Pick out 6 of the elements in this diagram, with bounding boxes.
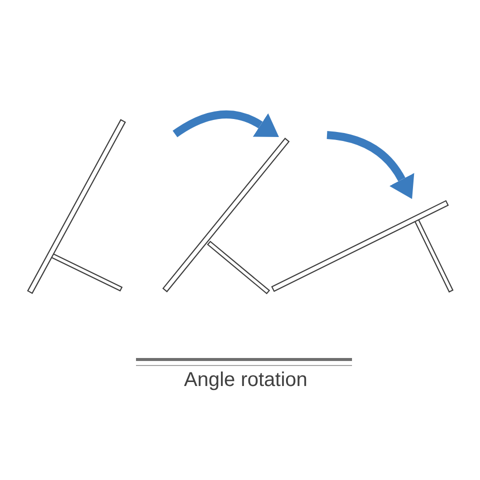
curved-arrow (326, 131, 414, 199)
curved-arrow (172, 110, 280, 138)
caption-text: Angle rotation (184, 370, 308, 390)
stand-drawing (162, 137, 290, 295)
stand-drawing (270, 199, 454, 293)
stand-drawing (26, 118, 127, 295)
